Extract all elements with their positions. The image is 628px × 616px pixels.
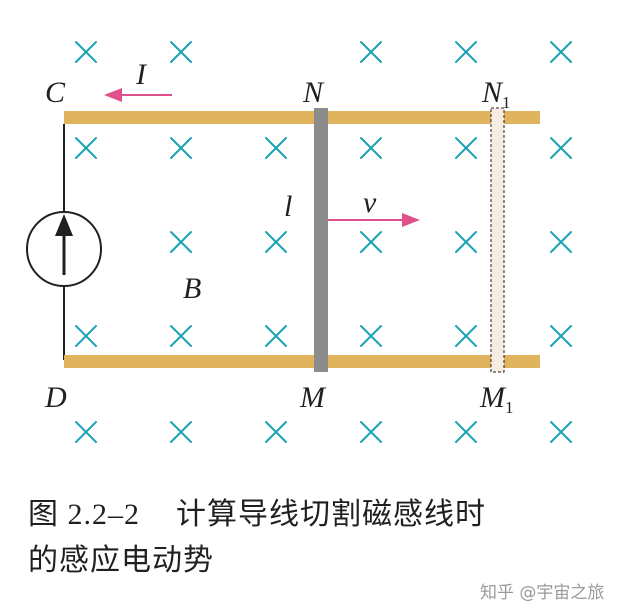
cross-icon [550, 231, 572, 253]
current-source-icon [26, 211, 102, 287]
label-n: N [302, 76, 325, 109]
cross-icon [360, 231, 382, 253]
cross-icon [75, 41, 97, 63]
cross-icon [170, 41, 192, 63]
cross-icon [455, 137, 477, 159]
cross-icon [550, 41, 572, 63]
label-d: D [44, 381, 67, 414]
label-m: M [299, 381, 327, 414]
cross-icon [75, 421, 97, 443]
caption-number: 图 2.2–2 [28, 498, 140, 531]
caption-text-1: 计算导线切割磁感线时 [176, 497, 486, 532]
label-m1-subscript: 1 [505, 398, 514, 417]
cross-icon [75, 137, 97, 159]
top-rail [64, 111, 540, 124]
watermark: 知乎 @宇宙之旅 [480, 583, 605, 603]
cross-icon [550, 325, 572, 347]
cross-icon [170, 421, 192, 443]
cross-icon [265, 137, 287, 159]
label-n1-subscript: 1 [502, 93, 511, 112]
cross-icon [550, 421, 572, 443]
cross-icon [455, 41, 477, 63]
figure-caption: 图 2.2–2 计算导线切割磁感线时 的感应电动势 [28, 492, 608, 584]
cross-icon [75, 325, 97, 347]
rod-m1n1-dashed [490, 107, 505, 373]
cross-icon [455, 325, 477, 347]
cross-icon [170, 325, 192, 347]
cross-icon [360, 421, 382, 443]
label-c: C [45, 76, 66, 109]
cross-icon [360, 41, 382, 63]
velocity-arrow-icon [328, 213, 420, 227]
current-arrow-icon [104, 88, 172, 102]
cross-icon [170, 231, 192, 253]
rod-mn [314, 108, 328, 372]
label-field-b: B [183, 272, 201, 305]
label-m1: M1 [479, 381, 514, 417]
cross-icon [455, 421, 477, 443]
cross-icon [265, 325, 287, 347]
cross-icon [360, 137, 382, 159]
label-n1: N1 [481, 76, 511, 112]
cross-icon [360, 325, 382, 347]
caption-line-2: 的感应电动势 [28, 543, 214, 578]
cross-icon [170, 137, 192, 159]
label-velocity-v: v [363, 186, 377, 219]
cross-icon [265, 421, 287, 443]
cross-icon [455, 231, 477, 253]
label-length-l: l [284, 190, 292, 223]
bottom-rail [64, 355, 540, 368]
cross-icon [265, 231, 287, 253]
label-current-i: I [135, 58, 148, 91]
caption-line-1: 图 2.2–2 计算导线切割磁感线时 [28, 492, 608, 538]
cross-icon [550, 137, 572, 159]
